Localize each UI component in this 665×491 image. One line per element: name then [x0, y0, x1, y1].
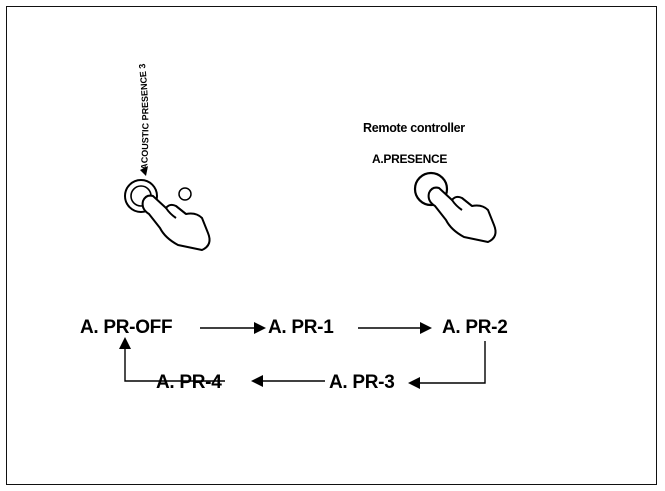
arc-arrowhead-icon [140, 166, 148, 176]
acoustic-presence-curved-label: ACOUSTIC PRESENCE 3 [137, 63, 150, 170]
state-4: A. PR-4 [156, 372, 222, 393]
remote-button-label: A.PRESENCE [372, 152, 448, 166]
state-1: A. PR-1 [268, 317, 334, 338]
arrow-head-icon [251, 375, 263, 387]
arrow-head-icon [420, 322, 432, 334]
remote-controller-title: Remote controller [363, 121, 465, 135]
state-2: A. PR-2 [442, 317, 508, 338]
remote-pressing-hand-icon [427, 186, 497, 243]
arrow-head-icon [408, 377, 420, 389]
state-off: A. PR-OFF [80, 317, 173, 338]
diagram-frame [6, 6, 657, 485]
state-3: A. PR-3 [329, 372, 395, 393]
indicator-led-icon [178, 187, 192, 201]
arrow-head-icon [119, 337, 131, 349]
pressing-hand-icon [141, 194, 211, 251]
arrow-head-icon [254, 322, 266, 334]
cycle-arrows [124, 327, 486, 384]
